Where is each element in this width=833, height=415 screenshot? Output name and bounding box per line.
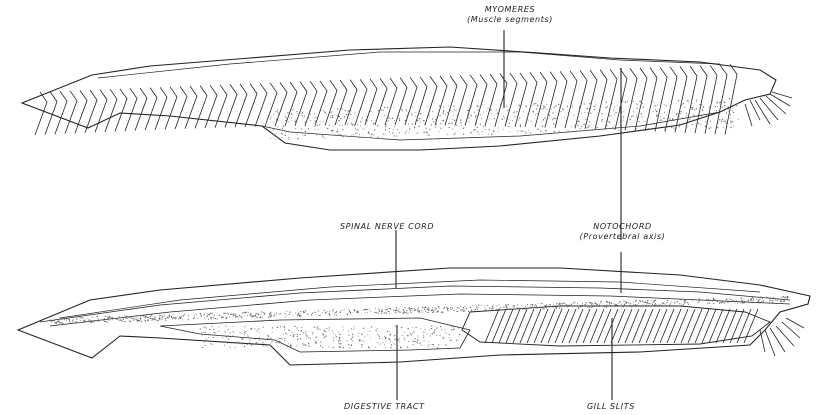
myomeres-subtitle: (Muscle segments) xyxy=(455,15,565,25)
digestive-tract-label: DIGESTIVE TRACT xyxy=(344,402,425,412)
lower-body-outline xyxy=(18,268,810,365)
upper-fin-line xyxy=(98,52,720,78)
myomeres-title: MYOMERES xyxy=(455,5,565,15)
pharynx-outline xyxy=(462,306,770,346)
upper-oral-cirri xyxy=(745,92,792,126)
notochord-title: NOTOCHORD xyxy=(565,222,680,232)
myomeres-label: MYOMERES (Muscle segments) xyxy=(455,5,565,25)
gill-slit-bars xyxy=(485,309,758,343)
lower-animal-sectional-view xyxy=(18,268,810,365)
upper-body-outline xyxy=(22,47,776,150)
notochord-label: NOTOCHORD (Provertebral axis) xyxy=(565,222,680,242)
lower-oral-cirri xyxy=(760,318,804,356)
upper-animal-external-view xyxy=(22,47,792,150)
gill-slits-label: GILL SLITS xyxy=(587,402,635,412)
upper-ventral-line xyxy=(262,112,720,140)
notochord-subtitle: (Provertebral axis) xyxy=(565,232,680,242)
lower-stipple xyxy=(50,296,789,349)
notochord-lower-line xyxy=(50,294,790,326)
spinal-nerve-cord-label: SPINAL NERVE CORD xyxy=(340,222,434,232)
leader-lines xyxy=(396,30,621,400)
